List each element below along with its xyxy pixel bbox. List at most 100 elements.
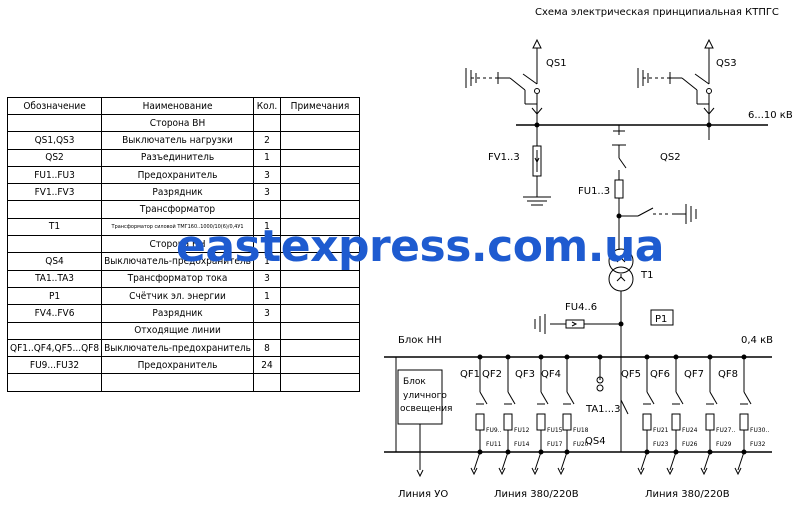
spec-cell: Предохранитель [101,165,254,185]
feeder-label: QF3 [515,369,535,380]
spec-cell: Предохранитель [101,356,254,375]
spec-section-title: Трансформатор [101,200,254,219]
fuse-label: FU12 [514,427,530,434]
spec-cell [279,183,360,202]
p1-label: P1 [655,314,667,325]
spec-cell [279,373,360,392]
street-lighting-block: Блок уличного освещения [395,356,452,478]
fuse-label: FU20 [573,441,589,448]
fuse-label: FU17 [547,441,563,448]
fuse-label: FU15 [547,427,563,434]
spec-cell [6,373,103,392]
hv-voltage-label: 6...10 кВ [748,110,793,121]
spec-cell: Разрядник [101,183,254,202]
spec-cell: Выключатель-предохранитель [101,338,254,358]
spec-cell [279,286,360,306]
qs4-ta: TA1...3 QS4 [585,357,629,452]
fuse-label: FU26 [682,441,698,448]
transformer-t1: T1 [608,248,653,420]
spec-header-row: Обозначение Наименование Кол. Примечания [6,97,360,115]
spec-cell [252,321,281,340]
fu13-label: FU1..3 [578,186,610,197]
specification-table: Обозначение Наименование Кол. Примечания… [6,97,360,392]
spec-cell [6,235,103,254]
spec-cell [279,321,360,340]
spec-cell: Разъединитель [101,148,254,167]
spec-cell: FV1..FV3 [6,183,103,202]
qs4-label: QS4 [585,436,606,447]
spec-cell: Выключатель нагрузки [101,131,254,150]
spec-cell: TA1..TA3 [6,269,103,288]
spec-cell: QS2 [6,148,103,167]
spec-cell [279,131,360,150]
spec-cell: 1 [252,148,281,167]
ta-label: TA1...3 [585,404,620,415]
hv-side: QS1 QS3 6...10 кВ FV1..3 [465,38,793,250]
outgoing-feeders: QF1FU9..FU11QF2FU12FU14QF3FU15FU17QF4FU1… [460,357,769,476]
feeder-label: QF6 [650,369,670,380]
spec-cell: Счётчик эл. энергии [101,286,254,306]
lv-block-label: Блок НН [398,335,442,346]
spec-cell: Разрядник [101,304,254,323]
qs3-label: QS3 [716,58,737,69]
spec-cell [279,165,360,185]
feeder-label: QF5 [621,369,641,380]
fuse-label: FU21 [653,427,669,434]
spec-cell [101,373,254,392]
spec-section-title: Сторона ВН [101,113,254,133]
spec-cell [6,113,103,133]
spec-cell: QF1..QF4,QF5...QF8 [6,338,103,358]
fuse-label: FU9.. [486,427,502,434]
fuse-label: FU11 [486,441,502,448]
spec-section-row: Сторона НН [6,235,360,254]
fu46-label: FU4..6 [565,302,597,313]
watermark: eastexpress.com.ua [176,221,665,272]
spec-cell: QS4 [6,252,103,271]
fuse-label: FU14 [514,441,530,448]
spec-header: Кол. [252,97,281,115]
lv-voltage-label: 0,4 кВ [741,335,773,346]
feeder-label: QF2 [482,369,502,380]
spec-cell: T1 [6,217,103,237]
spec-cell [279,200,360,219]
spec-cell: 3 [252,269,281,288]
spec-cell [279,269,360,288]
fuse-label: FU27.. [716,427,735,434]
spec-cell [279,356,360,375]
spec-header: Наименование [101,97,254,115]
diagram-title: Схема электрическая принципиальная КТПГС [535,7,779,18]
line2-label: Линия 380/220В [645,489,730,500]
spec-cell [252,373,281,392]
spec-cell [279,304,360,323]
street-block-line2: уличного [403,391,447,401]
spec-cell [279,148,360,167]
spec-section-row: Сторона ВН [6,113,360,133]
spec-cell: FV4..FV6 [6,304,103,323]
spec-cell: 8 [252,338,281,358]
spec-cell: Трансформатор тока [101,269,254,288]
spec-section-title: Отходящие линии [101,321,254,340]
spec-cell: 3 [252,304,281,323]
fuse-label: FU18 [573,427,589,434]
fuse-label: FU23 [653,441,669,448]
spec-item-row [6,373,360,392]
street-block-line1: Блок [403,377,426,387]
spec-cell [6,321,103,340]
spec-cell: FU1..FU3 [6,165,103,185]
spec-section-row: Трансформатор [6,200,360,219]
spec-cell: 1 [252,286,281,306]
spec-cell: 3 [252,165,281,185]
t1-label: T1 [640,270,653,281]
spec-section-row: Отходящие линии [6,321,360,340]
